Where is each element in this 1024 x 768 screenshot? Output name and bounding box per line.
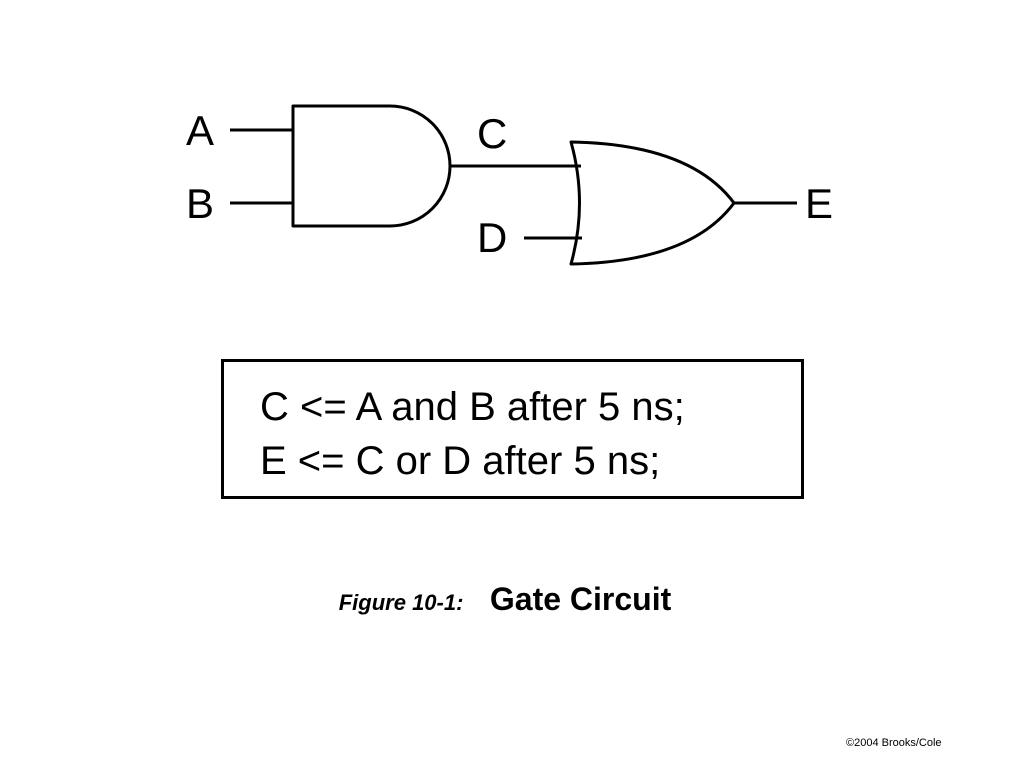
- figure-title: Gate Circuit: [489, 581, 672, 617]
- gate-circuit-diagram: A B C D E: [186, 104, 833, 266]
- signal-label-c: C: [477, 110, 507, 157]
- signal-label-a: A: [186, 107, 214, 154]
- signal-label-d: D: [477, 214, 507, 261]
- or-gate: [569, 140, 736, 266]
- figure-label: Figure 10-1:: [338, 590, 464, 615]
- and-gate: [291, 104, 452, 228]
- signal-label-e: E: [805, 180, 833, 227]
- vhdl-code-box: C <= A and B after 5 ns; E <= C or D aft…: [221, 359, 804, 499]
- code-line-2: E <= C or D after 5 ns;: [260, 439, 661, 483]
- signal-label-b: B: [186, 180, 214, 227]
- copyright-notice: ©2004 Brooks/Cole: [846, 737, 942, 749]
- figure-caption: Figure 10-1: Gate Circuit: [0, 581, 1010, 618]
- code-line-1: C <= A and B after 5 ns;: [260, 385, 685, 429]
